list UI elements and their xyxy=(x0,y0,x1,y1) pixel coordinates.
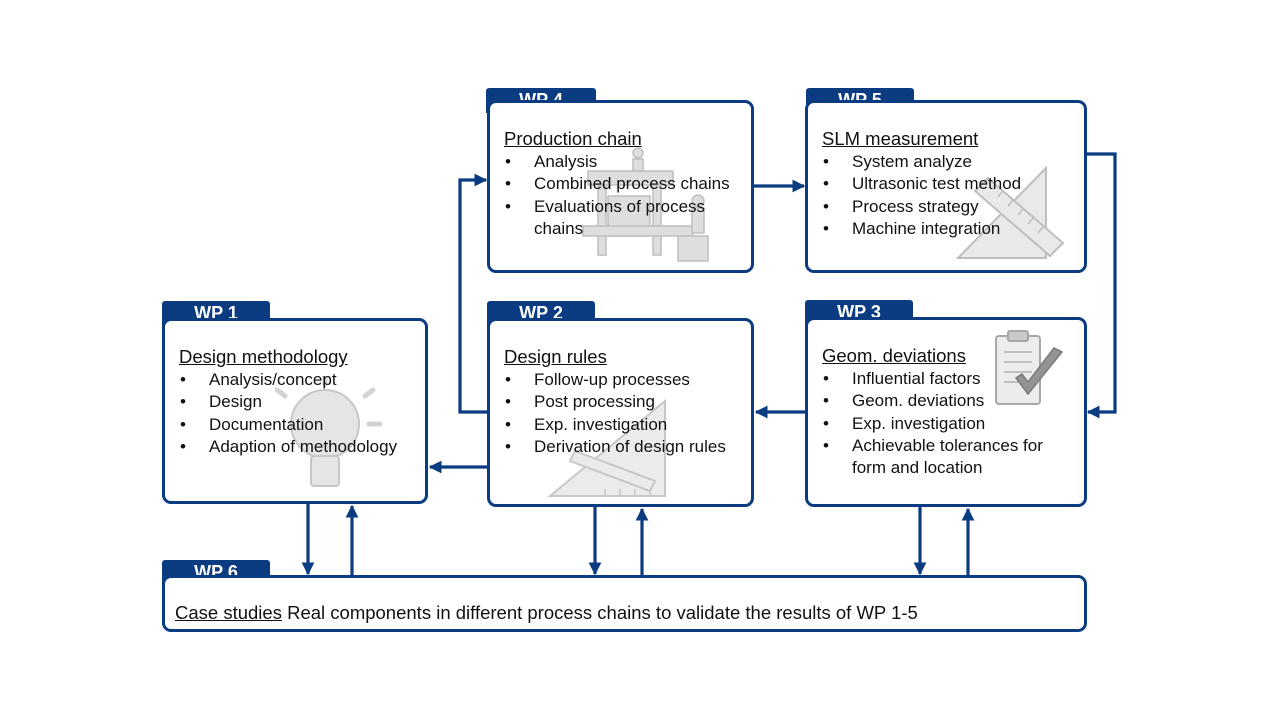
wp1-content: Design methodology Analysis/concept Desi… xyxy=(179,345,417,458)
list-item: Analysis/concept xyxy=(179,369,417,392)
list-item: Achievable tolerances for form and locat… xyxy=(822,435,1076,480)
list-item: Ultrasonic test method xyxy=(822,173,1076,196)
wp5-content: SLM measurement System analyze Ultrasoni… xyxy=(822,127,1076,240)
wp4-box: Production chain Analysis Combined proce… xyxy=(487,100,754,273)
wp6-content: Case studies Real components in differen… xyxy=(175,602,918,624)
arrow-wp2-to-wp4 xyxy=(458,173,488,414)
list-item: Analysis xyxy=(504,151,743,174)
wp3-list: Influential factors Geom. deviations Exp… xyxy=(822,368,1076,479)
wp2-list: Follow-up processes Post processing Exp.… xyxy=(504,369,743,458)
wp5-title: SLM measurement xyxy=(822,128,979,149)
wp4-content: Production chain Analysis Combined proce… xyxy=(504,127,743,240)
wp4-title: Production chain xyxy=(504,128,642,149)
wp5-list: System analyze Ultrasonic test method Pr… xyxy=(822,151,1076,240)
wp3-title: Geom. deviations xyxy=(822,345,966,366)
list-item: Documentation xyxy=(179,414,417,437)
wp6-text: Real components in different process cha… xyxy=(287,602,918,623)
wp1-title: Design methodology xyxy=(179,346,348,367)
wp3-box: Geom. deviations Influential factors Geo… xyxy=(805,317,1087,507)
list-item: Machine integration xyxy=(822,218,1076,241)
wp1-list: Analysis/concept Design Documentation Ad… xyxy=(179,369,417,458)
list-item: System analyze xyxy=(822,151,1076,174)
wp2-box: Design rules Follow-up processes Post pr… xyxy=(487,318,754,507)
wp4-list: Analysis Combined process chains Evaluat… xyxy=(504,151,743,240)
list-item: Exp. investigation xyxy=(504,414,743,437)
wp6-box: Case studies Real components in differen… xyxy=(162,575,1087,632)
list-item: Process strategy xyxy=(822,196,1076,219)
wp6-title: Case studies xyxy=(175,602,282,623)
list-item: Geom. deviations xyxy=(822,390,1076,413)
list-item: Influential factors xyxy=(822,368,1076,391)
list-item: Exp. investigation xyxy=(822,413,1076,436)
wp2-content: Design rules Follow-up processes Post pr… xyxy=(504,345,743,458)
list-item: Post processing xyxy=(504,391,743,414)
arrow-wp5-to-wp3 xyxy=(1086,152,1117,419)
list-item: Adaption of methodology xyxy=(179,436,417,459)
list-item: Combined process chains xyxy=(504,173,743,196)
list-item: Derivation of design rules xyxy=(504,436,743,459)
list-item: Follow-up processes xyxy=(504,369,743,392)
list-item: Evaluations of process chains xyxy=(504,196,743,241)
wp5-box: SLM measurement System analyze Ultrasoni… xyxy=(805,100,1087,273)
wp1-box: Design methodology Analysis/concept Desi… xyxy=(162,318,428,504)
wp3-content: Geom. deviations Influential factors Geo… xyxy=(822,344,1076,479)
wp2-title: Design rules xyxy=(504,346,607,367)
list-item: Design xyxy=(179,391,417,414)
